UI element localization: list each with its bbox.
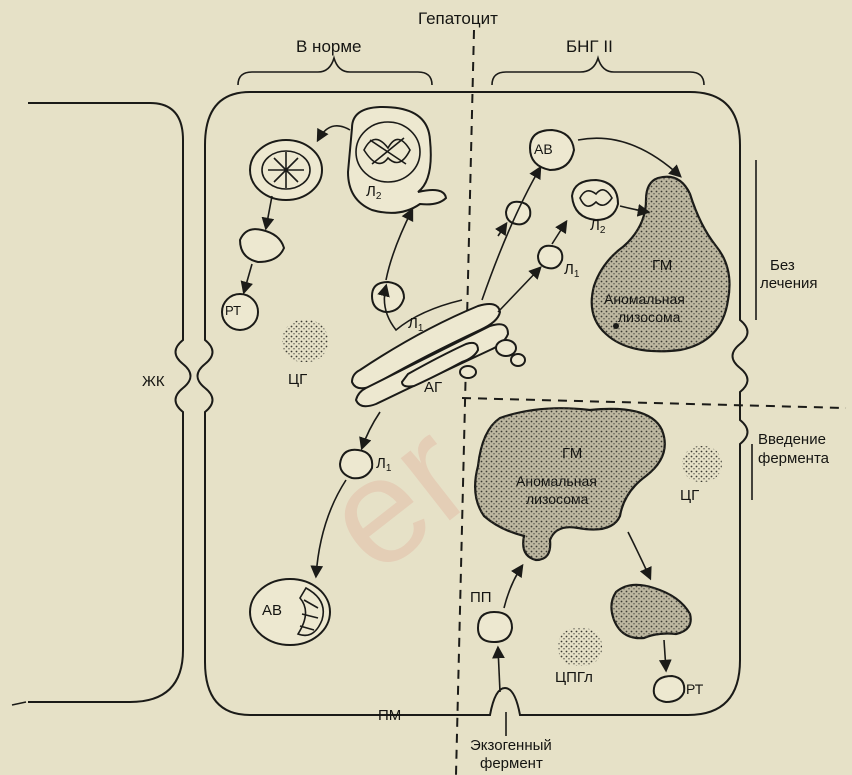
disease-brace [492,58,704,85]
small-vacuole-normal [240,229,284,262]
label-untreated-1: Без [770,258,795,273]
left-cell-membrane [28,103,191,702]
lysosome-l2-disease [572,180,618,220]
label-av-bottom: АВ [262,603,282,618]
label-l2-normal: Л2 [366,184,381,202]
right-cell-membrane [752,160,756,500]
label-l2-disease: Л2 [590,218,605,236]
header-disease: БНГ II [566,38,613,55]
arrow-to-residual [244,264,252,292]
lysosome-l1-upper [372,282,404,312]
label-cg-normal: ЦГ [288,372,307,387]
arrow-golgi-to-l1-disease [498,268,540,312]
left-cell-bottom-edge [12,702,26,705]
label-treated-1: Введение [758,432,826,447]
arrow-l1-to-l2-disease [552,222,566,244]
label-rt-normal: РТ [225,304,241,317]
label-abnormal-upper-1: Аномальная [604,292,685,306]
title: Гепатоцит [418,10,498,27]
sub-2: 2 [376,191,382,202]
label-plasma-membrane: ПМ [378,708,401,723]
header-normal: В норме [296,38,362,55]
label-enzyme-1: Экзогенный [470,738,552,753]
label-abnormal-upper-2: лизосома [618,310,680,324]
arrow-enzyme-up [498,648,500,692]
sub-1: 1 [418,323,424,334]
sub-2b: 2 [600,225,606,236]
divider-horizontal [462,398,846,408]
label-golgi: АГ [424,380,442,395]
glycogen-polyglucosan [558,628,602,666]
label-abnormal-lower-1: Аномальная [516,474,597,488]
arrow-l1-to-l2 [386,210,412,280]
arrow-av-to-lysosome [578,138,680,176]
lysosome-l1-disease [538,246,562,269]
label-l1-disease: Л1 [564,262,579,280]
arrow-vesicle-up [498,224,506,236]
label-gm-lower: ГМ [562,446,582,461]
label-cpgl: ЦПГл [555,670,593,685]
label-gm-upper: ГМ [652,258,672,273]
arrow-golgi-to-av [482,168,540,300]
arrow-l2-to-lysosome [620,206,648,212]
label-pp: ПП [470,590,492,605]
label-treated-2: фермента [758,451,829,466]
mitochondrion-in-lysosome-l2 [348,107,446,213]
label-l1-upper: Л1 [408,316,423,334]
label-rt-treated: РТ [686,682,703,696]
arrow-l2-to-vacuole [318,126,350,140]
sub-1c: 1 [574,269,580,280]
arrow-lysosome-to-shrinking [628,532,650,578]
divider-vertical [456,30,474,775]
arrow-pp-to-lysosome [504,566,522,608]
vesicle-disease [506,202,530,225]
residual-body-treated [654,676,685,702]
label-cg-treated: ЦГ [680,488,699,503]
label-abnormal-lower-2: лизосома [526,492,588,506]
arrow-to-rt [664,640,666,670]
label-bile-canaliculus: ЖК [142,374,165,389]
label-av-disease: АВ [534,142,553,156]
glycogen-normal [282,320,328,362]
glycogen-treated [682,446,722,482]
arrow-vacuole-down [266,196,272,228]
label-untreated-2: лечения [760,276,818,291]
pinocytotic-vesicle [478,612,512,642]
normal-brace [238,58,432,85]
label-enzyme-2: фермент [480,756,543,771]
shrinking-lysosome-dots [611,585,690,638]
autophagic-vacuole-top [250,140,322,200]
